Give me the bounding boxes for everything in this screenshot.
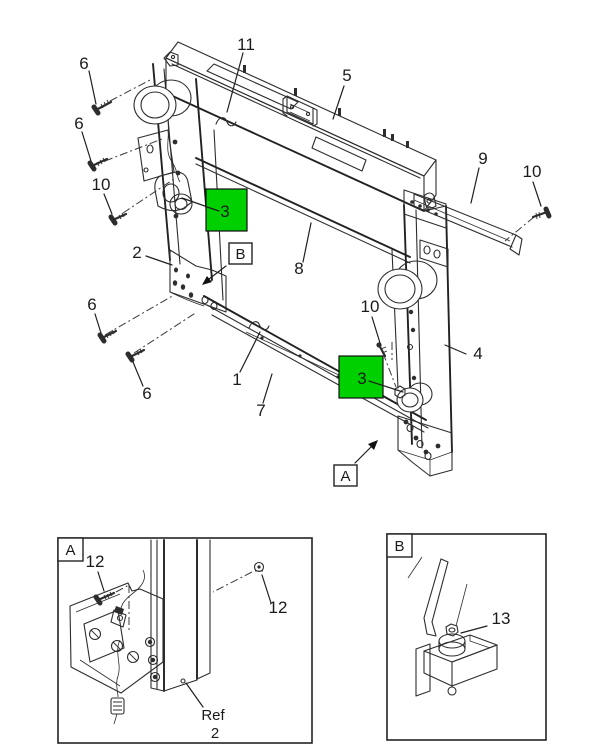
detail-a-callout-12-left: 12 [86, 552, 105, 571]
callout-3-right: 3 [357, 369, 366, 388]
detail-b-callout-13: 13 [492, 609, 511, 628]
callout-9: 9 [478, 149, 487, 168]
detail-b-marker: B [394, 538, 404, 555]
hex-bolt-6-top [91, 99, 113, 116]
detail-a-ref-number: 2 [211, 725, 219, 742]
callout-4: 4 [473, 344, 482, 363]
view-b-letter: B [235, 246, 245, 263]
hex-bolt-6-low1 [97, 329, 118, 344]
right-side-channel-part4 [377, 189, 453, 477]
callout-10-left: 10 [92, 175, 111, 194]
view-a-letter: A [340, 468, 350, 485]
mounting-bolts [87, 99, 552, 363]
hex-bolt-6-mid [87, 157, 109, 172]
front-bracket [282, 95, 318, 127]
detail-a-ref-word: Ref [201, 707, 225, 724]
left-channel-foot [169, 249, 227, 313]
highlight-rect-3-left [205, 188, 248, 232]
detail-view-a: A [57, 537, 313, 744]
break-mark-11 [215, 117, 237, 127]
detail-a-sensor-assembly [69, 569, 164, 725]
break-mark-1 [248, 321, 270, 331]
callout-11: 11 [237, 35, 255, 54]
view-marker-b: B [202, 242, 253, 285]
radiator-core [195, 117, 411, 389]
bottom-rail [203, 295, 429, 433]
callout-leaders [81, 52, 542, 404]
callout-10-mid: 10 [361, 297, 380, 316]
detail-b-isolator-bracket [407, 556, 498, 697]
support-bar-part9 [413, 193, 523, 256]
hex-bolt-10-mid [376, 342, 388, 358]
detail-a-nut-12 [253, 561, 265, 573]
detail-a-marker: A [65, 542, 75, 559]
hex-bolt-10-right [531, 206, 552, 220]
callout-8: 8 [294, 259, 303, 278]
callout-labels: 6 6 10 11 5 9 10 2 8 6 6 1 7 10 4 [74, 35, 541, 420]
callout-5: 5 [342, 66, 351, 85]
callout-7: 7 [256, 401, 265, 420]
hex-bolt-10-left [108, 212, 128, 226]
highlight-box-3-left: 3 [181, 188, 248, 232]
detail-a-bolt-12 [93, 591, 116, 606]
top-tank-part5 [163, 41, 437, 212]
hex-bolt-6-low2 [125, 348, 146, 363]
view-marker-a: A [333, 440, 378, 487]
detail-a-callout-12-right: 12 [269, 598, 288, 617]
detail-a-channel [150, 539, 211, 692]
main-assembly-view: 3 3 6 6 10 [74, 35, 552, 487]
callout-1: 1 [232, 370, 241, 389]
callout-6-mid: 6 [74, 114, 83, 133]
callout-10-right: 10 [523, 162, 542, 181]
highlight-box-3-right: 3 [338, 355, 404, 399]
alignment-centerlines [104, 78, 535, 388]
callout-6-top: 6 [79, 54, 88, 73]
detail-view-b: B 13 [386, 533, 547, 741]
highlight-rect-3-right [338, 355, 384, 399]
callout-6-low1: 6 [87, 295, 96, 314]
callout-2: 2 [132, 243, 141, 262]
left-side-channel-part2 [133, 63, 227, 313]
callout-3-left: 3 [220, 202, 229, 221]
callout-6-low2: 6 [142, 384, 151, 403]
right-channel-foot [397, 415, 453, 477]
top-tank-studs [243, 65, 409, 148]
